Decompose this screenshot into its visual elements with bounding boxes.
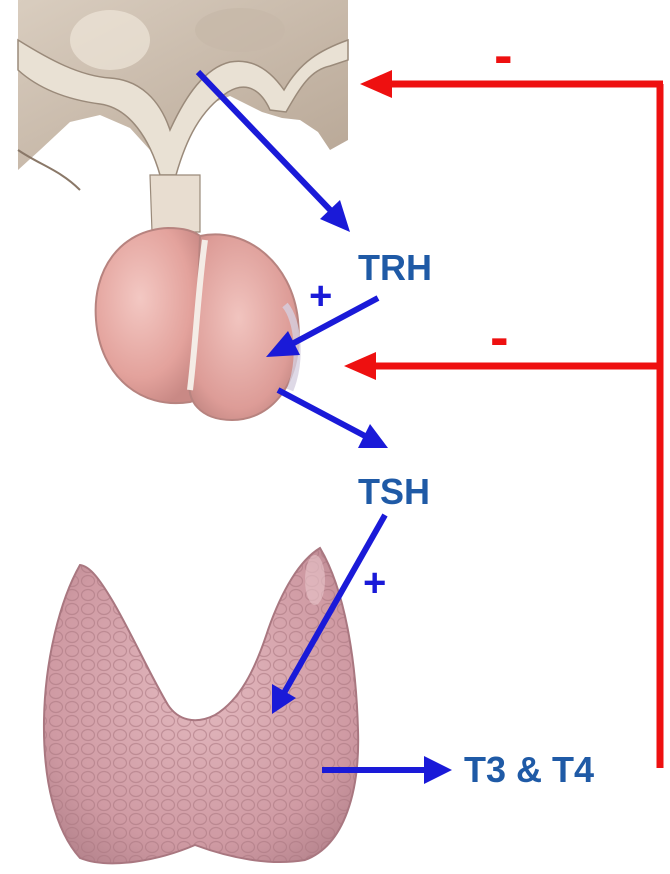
arrowhead-t3-t4 bbox=[424, 756, 452, 784]
feedback-arrowhead-hypothalamus bbox=[360, 70, 392, 98]
feedback-arrowhead-pituitary bbox=[344, 352, 376, 380]
tsh-label: TSH bbox=[358, 471, 430, 512]
thyroid-gland-illustration bbox=[44, 548, 358, 863]
plus-sign-tsh: + bbox=[363, 561, 386, 605]
minus-sign-mid: - bbox=[490, 305, 509, 368]
trh-label: TRH bbox=[358, 247, 432, 288]
t3-t4-label: T3 & T4 bbox=[464, 749, 594, 790]
hypothalamus-illustration bbox=[18, 0, 348, 232]
pituitary-gland-illustration bbox=[96, 228, 299, 420]
plus-sign-trh: + bbox=[309, 274, 332, 318]
minus-sign-top: - bbox=[494, 23, 513, 86]
feedback-inhibition-path bbox=[344, 70, 663, 768]
